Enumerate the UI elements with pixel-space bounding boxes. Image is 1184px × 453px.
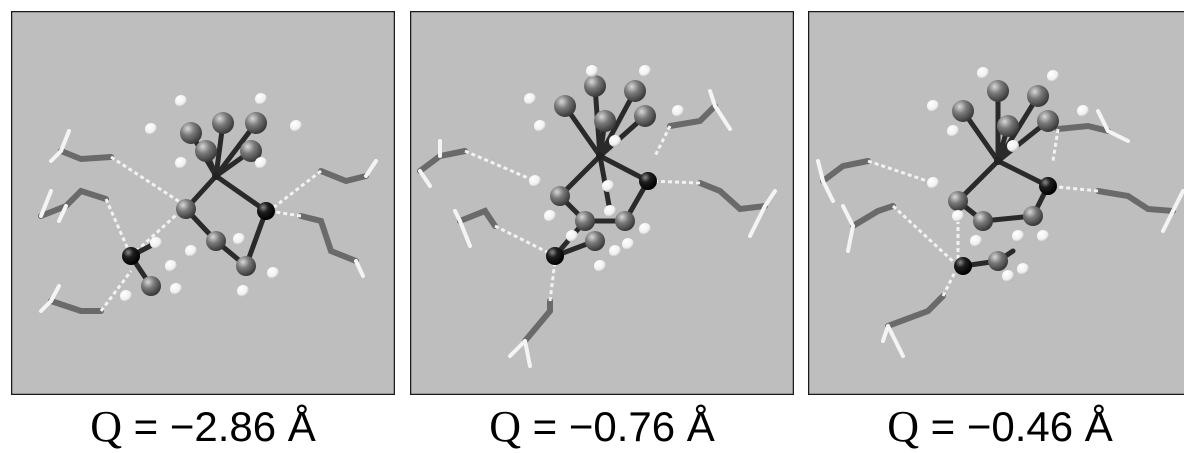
cp-ring — [927, 67, 1089, 152]
hydrogen-bonds — [867, 128, 1099, 297]
caption-symbol: Q — [489, 402, 521, 451]
cp-ring — [524, 65, 684, 147]
panel-background — [808, 11, 1184, 395]
caption-equals: = — [532, 403, 558, 450]
molecule-render-2 — [410, 11, 794, 395]
solvent-molecules — [417, 89, 777, 368]
caption-value: −0.46 Å — [966, 403, 1113, 450]
caption-symbol: Q — [90, 402, 122, 451]
molecule-render-3 — [808, 11, 1184, 395]
panel-caption-1: Q = −2.86 Å — [11, 404, 395, 450]
panel-caption-2: Q = −0.76 Å — [410, 404, 794, 450]
molecule-render-1 — [11, 11, 395, 395]
panel-caption-3: Q = −0.46 Å — [808, 404, 1184, 450]
atoms — [524, 65, 684, 272]
caption-equals: = — [930, 403, 956, 450]
caption-value: −0.76 Å — [568, 403, 715, 450]
caption-symbol: Q — [887, 402, 919, 451]
structure-panel-1 — [11, 11, 395, 395]
solvent-molecules — [38, 129, 378, 314]
caption-value: −2.86 Å — [169, 403, 316, 450]
panel-background — [11, 11, 395, 395]
caption-equals: = — [133, 403, 159, 450]
atoms — [120, 93, 302, 302]
atoms — [927, 67, 1089, 282]
structure-panel-3 — [808, 11, 1184, 395]
solvent-molecules — [816, 109, 1184, 358]
cp-ring — [145, 93, 302, 169]
structure-panel-2 — [410, 11, 794, 395]
hydrogen-bonds — [99, 155, 322, 312]
